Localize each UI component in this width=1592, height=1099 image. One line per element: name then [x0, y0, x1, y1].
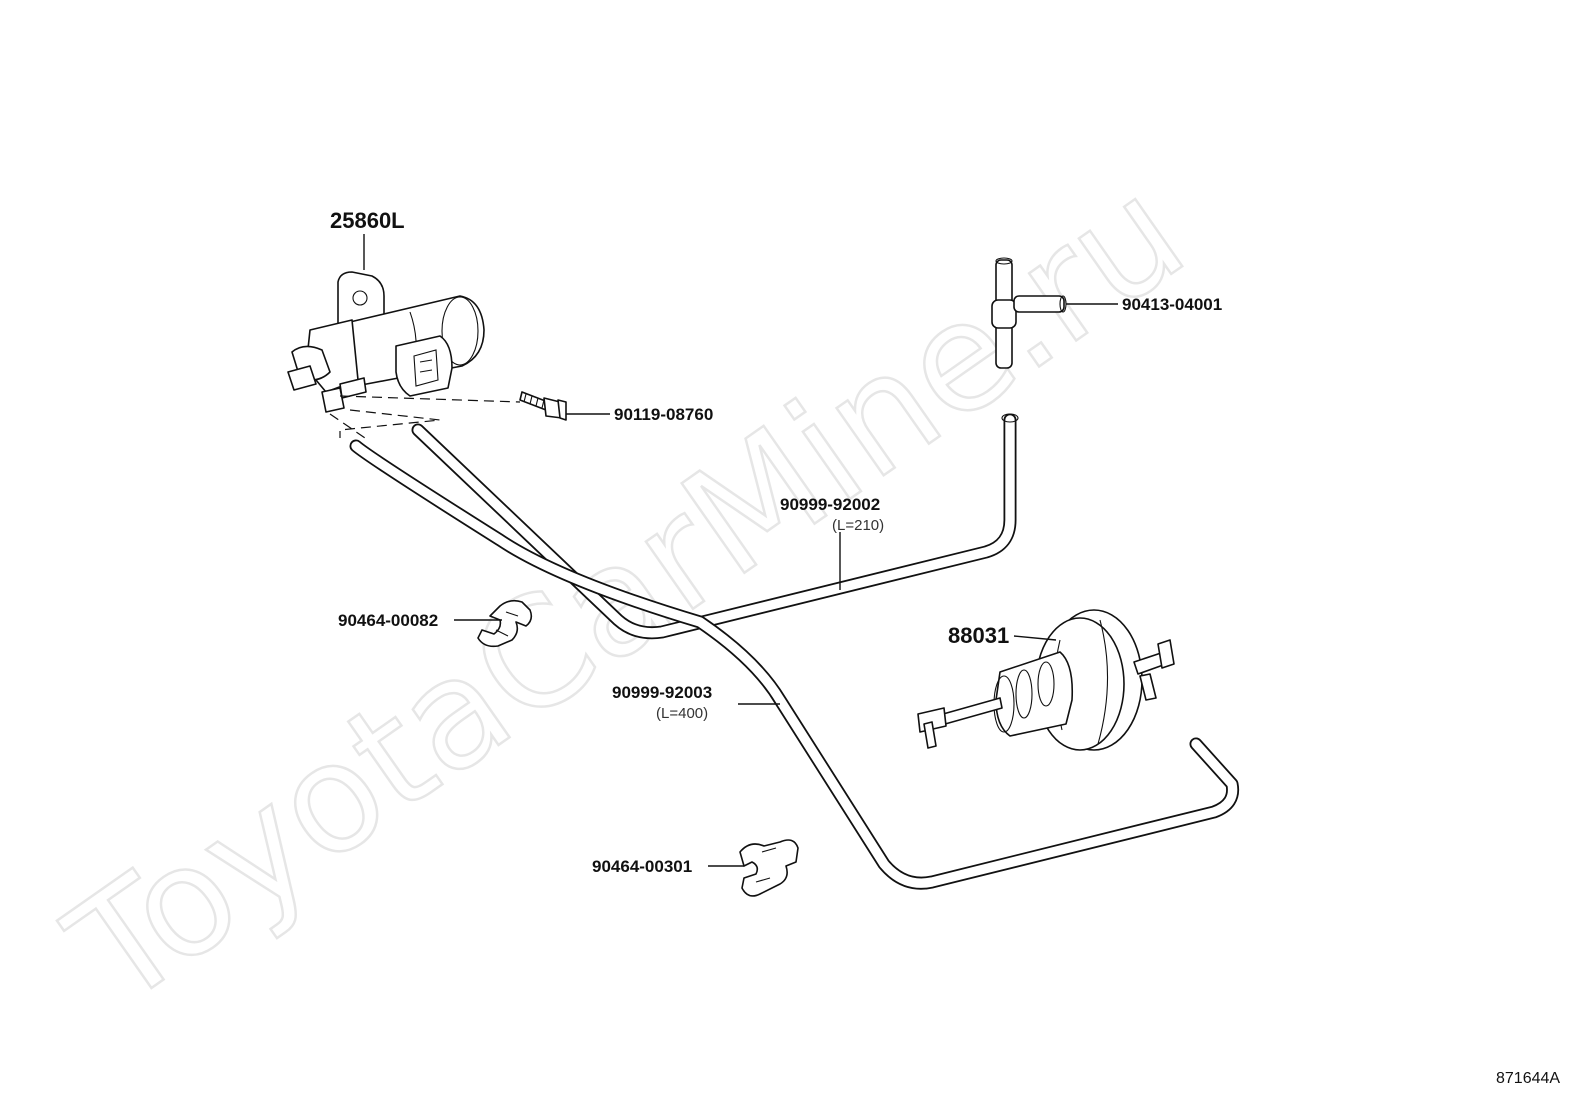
- label-90999-92003[interactable]: 90999-92003: [612, 683, 712, 702]
- label-90119-08760[interactable]: 90119-08760: [614, 405, 713, 424]
- label-90999-92002-length: (L=210): [832, 517, 884, 534]
- vsv-valve[interactable]: [287, 271, 485, 413]
- label-25860L[interactable]: 25860L: [330, 208, 405, 233]
- label-90999-92002[interactable]: 90999-92002: [780, 495, 880, 514]
- leader-actuator: [1013, 635, 1057, 641]
- vacuum-actuator[interactable]: [917, 609, 1175, 751]
- tee-joint[interactable]: [991, 257, 1067, 369]
- bolt[interactable]: [519, 391, 567, 421]
- clamp-upper[interactable]: [477, 599, 533, 648]
- label-88031[interactable]: 88031: [948, 623, 1009, 648]
- diagram-code: 871644A: [1496, 1070, 1560, 1087]
- clamp-lower[interactable]: [739, 839, 799, 897]
- label-90999-92003-length: (L=400): [656, 705, 708, 722]
- hose-90999-92003[interactable]: [349, 439, 1240, 890]
- label-90464-00082[interactable]: 90464-00082: [338, 611, 438, 630]
- label-90464-00301[interactable]: 90464-00301: [592, 857, 692, 876]
- label-90413-04001[interactable]: 90413-04001: [1122, 295, 1222, 314]
- hose-90999-92002[interactable]: [411, 413, 1019, 640]
